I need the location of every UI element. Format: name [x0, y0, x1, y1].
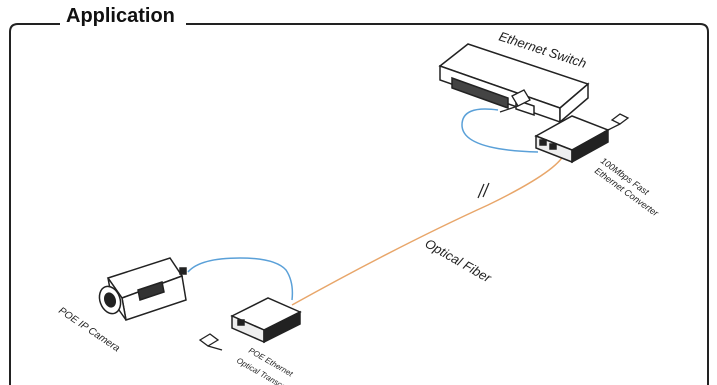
- section-title: Application: [62, 4, 179, 28]
- fiber-break-mark: [477, 182, 490, 199]
- poe-optical-transceiver-device: [230, 297, 302, 344]
- transceiver-power-plug: [198, 333, 223, 351]
- fiber-cable: [291, 151, 566, 306]
- poe-ip-camera-device: [98, 257, 187, 321]
- ethernet-cable-camera: [187, 257, 294, 301]
- ethernet-converter-device: [534, 115, 610, 164]
- ethernet-cable-switch: [461, 108, 539, 153]
- optical-fiber-label: Optical Fiber: [423, 236, 495, 286]
- section-frame: [9, 23, 709, 385]
- converter-fiber-plug: [603, 113, 630, 133]
- switch-rj45-plug: [499, 89, 531, 113]
